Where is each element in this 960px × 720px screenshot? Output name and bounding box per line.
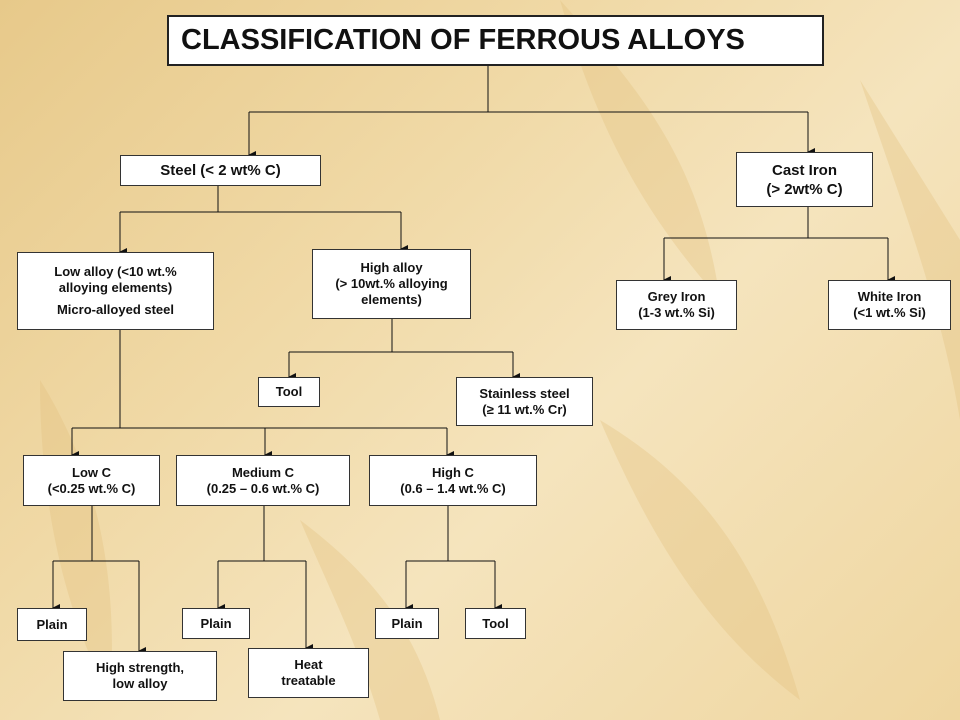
node-low-c: Low C (<0.25 wt.% C) — [23, 455, 160, 506]
node-hsla-line2: low alloy — [112, 676, 168, 691]
node-steel-line1: Steel (< 2 wt% C) — [160, 161, 281, 179]
node-grey-iron-line1: Grey Iron — [647, 289, 706, 304]
node-cast-iron-line2: (> 2wt% C) — [766, 180, 843, 198]
node-plain-medium-c: Plain — [182, 608, 250, 639]
node-high-alloy: High alloy (> 10wt.% alloying elements) — [312, 249, 471, 319]
node-stainless-steel: Stainless steel (≥ 11 wt.% Cr) — [456, 377, 593, 426]
node-white-iron: White Iron (<1 wt.% Si) — [828, 280, 951, 330]
page-title: CLASSIFICATION OF FERROUS ALLOYS — [167, 15, 824, 66]
node-stainless-steel-line1: Stainless steel — [479, 385, 570, 401]
node-tool-high-alloy-line1: Tool — [275, 384, 303, 399]
node-white-iron-line2: (<1 wt.% Si) — [853, 305, 926, 320]
node-white-iron-line1: White Iron — [857, 289, 922, 304]
node-tool-high-alloy: Tool — [258, 377, 320, 407]
node-plain-high-c-line1: Plain — [391, 615, 423, 631]
node-low-c-line2: (<0.25 wt.% C) — [47, 480, 136, 496]
node-heat-treatable-line1: Heat — [294, 657, 323, 672]
node-tool-high-c-line1: Tool — [482, 615, 509, 631]
node-plain-high-c: Plain — [375, 608, 439, 639]
node-low-alloy-line3: Micro-alloyed steel — [56, 302, 175, 317]
node-cast-iron: Cast Iron (> 2wt% C) — [736, 152, 873, 207]
node-hsla-line1: High strength, — [95, 660, 185, 675]
node-high-alloy-line1: High alloy — [360, 260, 423, 275]
node-heat-treatable-line2: treatable — [281, 673, 336, 688]
node-plain-low-c-line1: Plain — [36, 616, 68, 632]
node-stainless-steel-line2: (≥ 11 wt.% Cr) — [482, 401, 567, 417]
node-low-c-line1: Low C — [72, 464, 111, 480]
node-high-c: High C (0.6 – 1.4 wt.% C) — [369, 455, 537, 506]
node-grey-iron-line2: (1-3 wt.% Si) — [638, 305, 715, 320]
node-cast-iron-line1: Cast Iron — [771, 161, 837, 179]
node-high-strength-low-alloy: High strength, low alloy — [63, 651, 217, 701]
node-medium-c-line2: (0.25 – 0.6 wt.% C) — [206, 480, 320, 496]
node-low-alloy: Low alloy (<10 wt.% alloying elements) M… — [17, 252, 214, 330]
node-medium-c: Medium C (0.25 – 0.6 wt.% C) — [176, 455, 350, 506]
node-high-alloy-line3: elements) — [361, 292, 422, 307]
node-medium-c-line1: Medium C — [231, 464, 295, 480]
node-high-alloy-line2: (> 10wt.% alloying — [335, 276, 448, 291]
node-high-c-line1: High C — [432, 464, 474, 480]
node-high-c-line2: (0.6 – 1.4 wt.% C) — [400, 480, 506, 496]
node-steel: Steel (< 2 wt% C) — [120, 155, 321, 186]
node-low-alloy-line2: alloying elements) — [58, 280, 173, 295]
node-grey-iron: Grey Iron (1-3 wt.% Si) — [616, 280, 737, 330]
node-low-alloy-line1: Low alloy (<10 wt.% — [54, 264, 177, 279]
node-plain-low-c: Plain — [17, 608, 87, 641]
node-plain-medium-c-line1: Plain — [200, 615, 232, 631]
node-heat-treatable: Heat treatable — [248, 648, 369, 698]
node-tool-high-c: Tool — [465, 608, 526, 639]
